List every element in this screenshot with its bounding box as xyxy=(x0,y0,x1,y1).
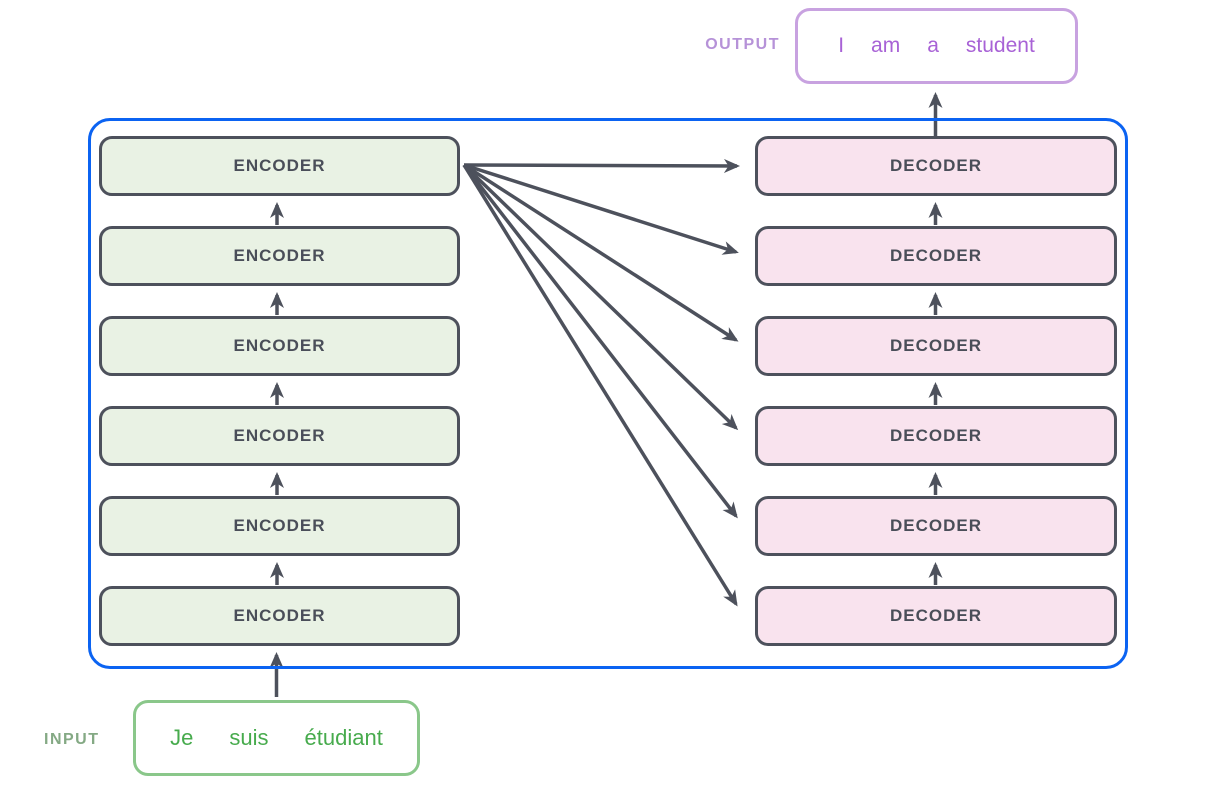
decoder-block-5: DECODER xyxy=(755,496,1117,556)
input-label: INPUT xyxy=(44,731,100,748)
decoder-block-3: DECODER xyxy=(755,316,1117,376)
input-token: étudiant xyxy=(304,725,383,750)
input-token: Je xyxy=(170,725,194,750)
decoder-block-6: DECODER xyxy=(755,586,1117,646)
encoder-block-5: ENCODER xyxy=(99,496,460,556)
input-token: suis xyxy=(229,725,269,750)
transformers-container-box xyxy=(88,118,1128,669)
decoder-block-2: DECODER xyxy=(755,226,1117,286)
output-label: OUTPUT xyxy=(705,36,780,53)
output-token: I xyxy=(838,34,845,57)
encoder-block-3: ENCODER xyxy=(99,316,460,376)
encoder-block-2: ENCODER xyxy=(99,226,460,286)
input-sentence-box: Je suis étudiant xyxy=(133,700,420,776)
encoder-block-6: ENCODER xyxy=(99,586,460,646)
decoder-block-1: DECODER xyxy=(755,136,1117,196)
encoder-block-4: ENCODER xyxy=(99,406,460,466)
output-token: a xyxy=(927,34,939,57)
output-token: student xyxy=(965,34,1035,57)
output-token: am xyxy=(871,34,901,57)
encoder-block-1: ENCODER xyxy=(99,136,460,196)
decoder-block-4: DECODER xyxy=(755,406,1117,466)
output-sentence-box: I am a student xyxy=(795,8,1078,84)
